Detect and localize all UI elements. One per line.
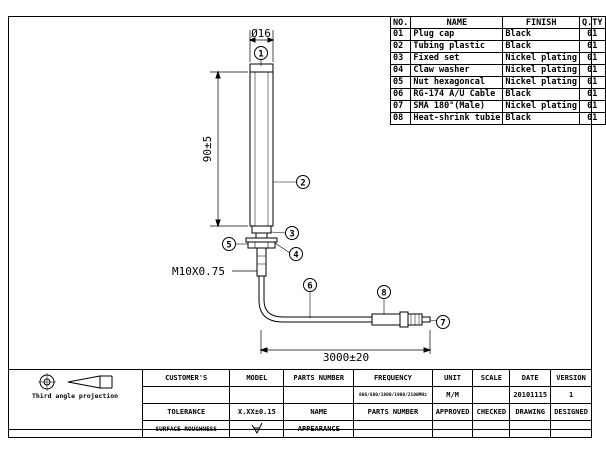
frequency-value: 806/880/1800/1900/2100MHz — [353, 386, 433, 404]
title-cell: CUSTOMER'S — [142, 369, 231, 387]
part-no: 04 — [389, 64, 412, 77]
part-qty: 01 — [579, 76, 606, 89]
version-value: 1 — [550, 386, 592, 404]
title-cell — [142, 386, 231, 404]
parts-header-name: NAME — [410, 16, 504, 29]
title-cell — [353, 420, 433, 438]
balloon-4: 4 — [293, 251, 299, 261]
part-qty: 01 — [579, 88, 606, 101]
part-finish: Black — [502, 88, 581, 101]
title-cell — [472, 386, 511, 404]
date-value: 20101115 — [509, 386, 552, 404]
surface-roughness-icon — [229, 420, 285, 438]
unit-value: M/M — [431, 386, 474, 404]
balloon-8: 8 — [381, 289, 386, 299]
part-finish: Nickel plating — [502, 64, 581, 77]
part-no: 01 — [389, 28, 412, 41]
tolerance-value: X.XX±0.15 — [229, 403, 285, 421]
title-cell — [283, 386, 355, 404]
part-no: 06 — [389, 88, 412, 101]
part-finish: Black — [502, 112, 581, 125]
balloon-2: 2 — [300, 179, 305, 189]
height-label: 90±5 — [201, 136, 214, 163]
title-cell: CHECKED — [472, 403, 511, 421]
part-finish: Nickel plating — [502, 76, 581, 89]
balloon-3: 3 — [289, 230, 294, 240]
part-no: 02 — [389, 40, 412, 53]
balloon-5: 5 — [226, 241, 231, 251]
part-no: 08 — [389, 112, 412, 125]
title-cell: SURFACE ROUGHNESS — [142, 420, 231, 438]
projection-cell — [7, 369, 144, 438]
parts-header-no: NO. — [389, 16, 412, 29]
cable-length-label: 3000±20 — [323, 351, 369, 364]
part-name: Fixed set — [410, 52, 504, 65]
title-cell: FREQUENCY — [353, 369, 433, 387]
title-cell: APPEARANCE — [283, 420, 355, 438]
part-name: RG-174 A/U Cable — [410, 88, 504, 101]
title-cell: DRAWING — [509, 403, 552, 421]
title-cell — [229, 386, 285, 404]
part-name: Tubing plastic — [410, 40, 504, 53]
balloon-6: 6 — [307, 282, 312, 292]
part-qty: 01 — [579, 40, 606, 53]
title-cell: DATE — [509, 369, 552, 387]
title-cell — [509, 420, 552, 438]
title-cell: PARTS NUMBER — [283, 369, 355, 387]
title-cell: APPROVED — [431, 403, 474, 421]
part-finish: Black — [502, 28, 581, 41]
title-cell: UNIT — [431, 369, 474, 387]
title-cell: SCALE — [472, 369, 511, 387]
title-cell — [431, 420, 474, 438]
title-cell: VERSION — [550, 369, 592, 387]
part-qty: 01 — [579, 28, 606, 41]
balloon-1: 1 — [258, 50, 263, 60]
part-qty: 01 — [579, 112, 606, 125]
part-no: 05 — [389, 76, 412, 89]
part-qty: 01 — [579, 64, 606, 77]
title-cell: TOLERANCE — [142, 403, 231, 421]
part-name: Plug cap — [410, 28, 504, 41]
parts-header-row: NO. NAME FINISH Q.TY — [389, 16, 606, 29]
part-finish: Nickel plating — [502, 100, 581, 113]
part-name: Nut hexagoncal — [410, 76, 504, 89]
balloon-7: 7 — [440, 319, 445, 329]
thread-label: M10X0.75 — [172, 265, 225, 278]
title-block: CUSTOMER'S MODEL PARTS NUMBER FREQUENCY … — [7, 369, 592, 438]
part-finish: Black — [502, 40, 581, 53]
part-qty: 01 — [579, 52, 606, 65]
title-cell: DESIGNED — [550, 403, 592, 421]
parts-header-finish: FINISH — [502, 16, 581, 29]
part-no: 07 — [389, 100, 412, 113]
part-name: Heat-shrink tubie — [410, 112, 504, 125]
title-cell — [550, 420, 592, 438]
diameter-label: Ø16 — [251, 27, 271, 40]
part-name: Claw washer — [410, 64, 504, 77]
part-name: SMA 180°(Male) — [410, 100, 504, 113]
part-no: 03 — [389, 52, 412, 65]
title-cell — [472, 420, 511, 438]
part-qty: 01 — [579, 100, 606, 113]
title-cell: PARTS NUMBER — [353, 403, 433, 421]
title-cell: MODEL — [229, 369, 285, 387]
parts-header-qty: Q.TY — [579, 16, 606, 29]
part-finish: Nickel plating — [502, 52, 581, 65]
title-cell: NAME — [283, 403, 355, 421]
